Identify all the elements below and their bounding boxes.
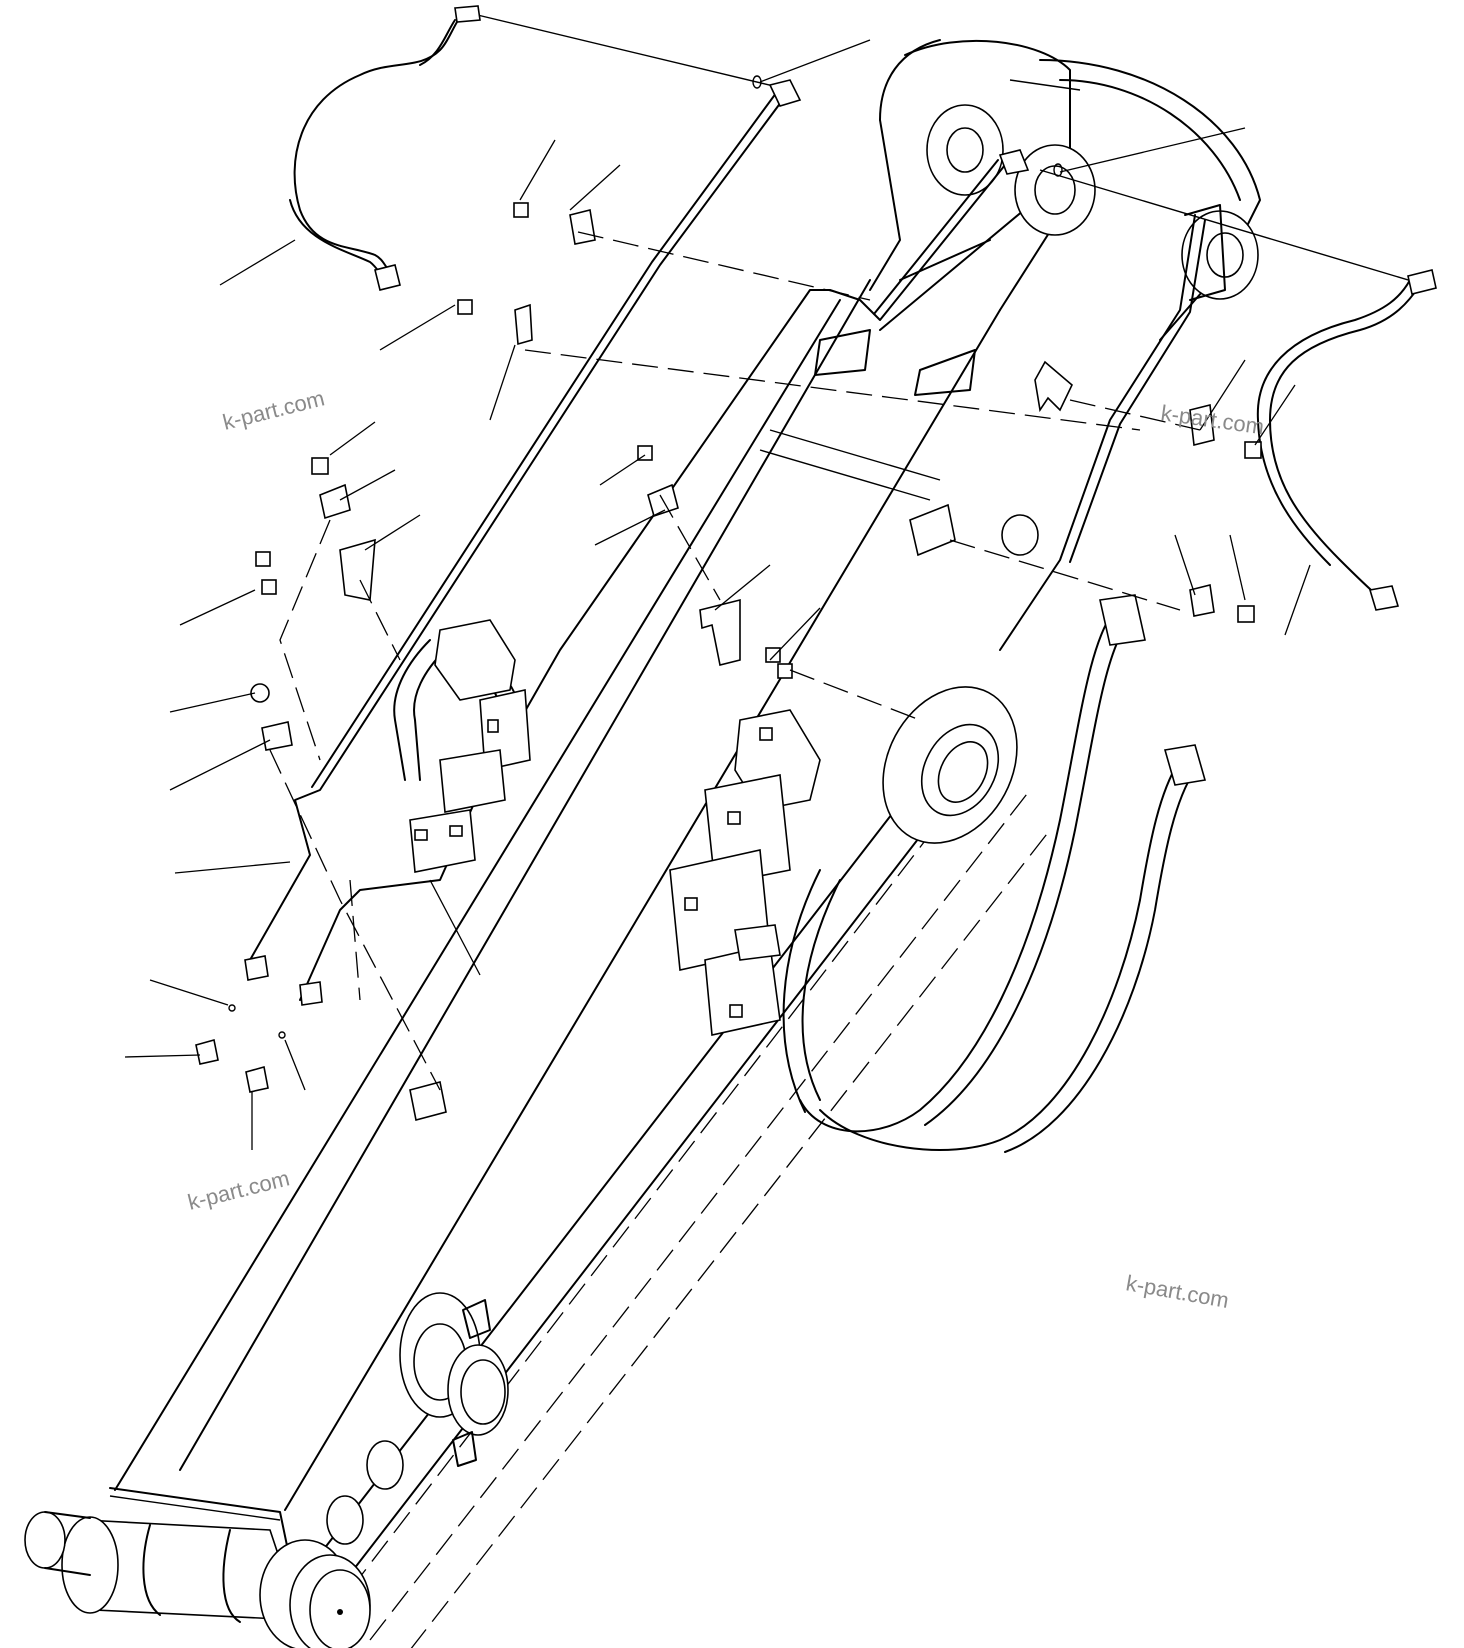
watermark-3: k-part.com: [185, 1165, 292, 1214]
callout-leaders: [124, 39, 1311, 1150]
boom-body: [24, 39, 1261, 1648]
assembly-center-lines: [269, 231, 1201, 1091]
valves-and-fittings: [195, 5, 1437, 1121]
watermark-1: k-part.com: [220, 385, 327, 434]
watermark-4: k-part.com: [1124, 1270, 1231, 1313]
